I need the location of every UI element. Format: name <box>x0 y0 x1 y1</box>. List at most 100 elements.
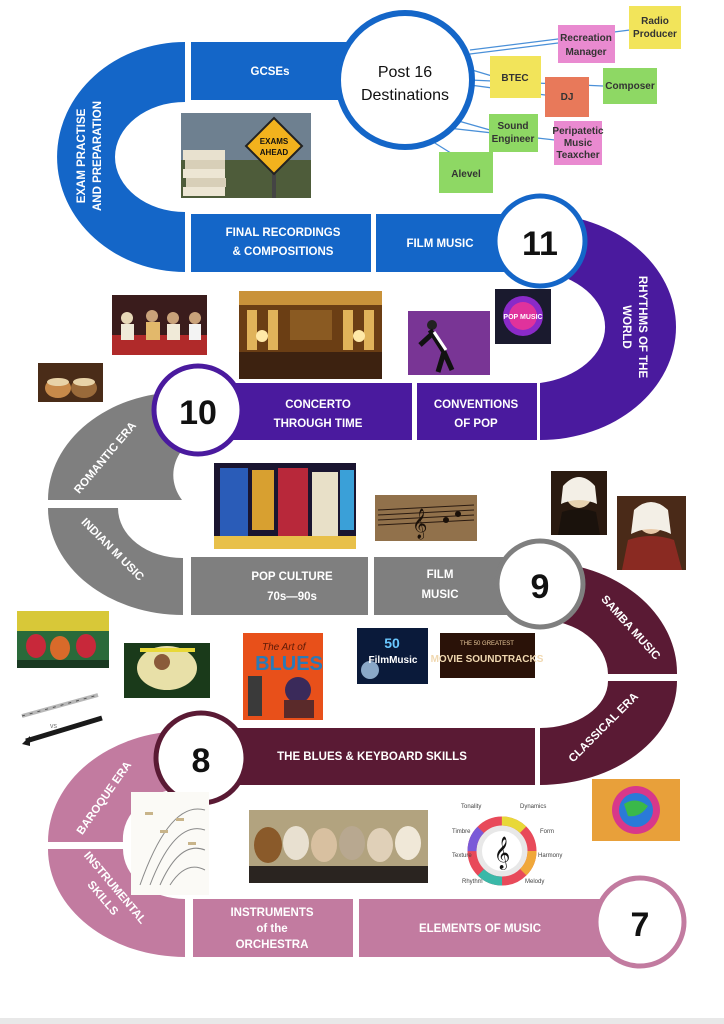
concert-hall-photo <box>239 291 382 379</box>
conventions-pop-segment <box>417 383 537 440</box>
wheel-dynamics: Dynamics <box>520 804 546 810</box>
gcses-label: GCSEs <box>251 66 290 78</box>
soundtracks-small: THE 50 GREATEST <box>460 641 514 647</box>
exam-practise-arc <box>57 42 185 272</box>
wheel-tonality: Tonality <box>461 804 481 810</box>
baroque-era-arc <box>48 731 185 842</box>
year-8-circle: 8 <box>153 710 249 806</box>
bach-portrait <box>551 471 607 535</box>
soundtracks-title: MOVIE SOUNDTRACKS <box>431 654 544 665</box>
wheel-texture: Texture <box>452 853 472 859</box>
composer-note <box>603 68 657 104</box>
conventions-pop-label-1: CONVENTIONS <box>434 399 519 411</box>
page-bottom-edge <box>0 1018 724 1024</box>
alevel-note <box>439 152 493 193</box>
radio-label-1: Radio <box>641 16 669 27</box>
wheel-harmony: Harmony <box>538 853 562 859</box>
elements-wheel: 𝄞 Tonality Dynamics Timbre Form Texture … <box>452 804 562 886</box>
year-10-number: 10 <box>179 394 217 432</box>
svg-text:vs: vs <box>50 723 58 730</box>
composers-banner <box>249 810 428 883</box>
blues-poster: The Art of BLUES <box>243 633 323 720</box>
orchestra-label-2: of the <box>256 923 287 935</box>
exams-sign-line1: EXAMS <box>260 137 289 146</box>
classical-era-arc <box>540 681 677 785</box>
svg-text:𝄞: 𝄞 <box>412 508 427 540</box>
movie-soundtracks-cover: THE 50 GREATEST MOVIE SOUNDTRACKS <box>431 633 544 678</box>
tabla-photo <box>38 363 103 402</box>
radio-producer-note <box>629 6 681 49</box>
recreation-label-2: Manager <box>565 47 606 58</box>
film-music-11-segment <box>376 214 511 272</box>
exam-practise-label-1: EXAM PRACTISE <box>76 108 88 203</box>
world-music-photo <box>592 779 680 841</box>
film-9-label-1: FILM <box>427 569 454 581</box>
dj-note <box>545 77 589 117</box>
film-music-poster: 50 FilmMusic <box>357 628 428 684</box>
btec-note <box>490 56 541 98</box>
post16-circle: Post 16 Destinations <box>335 10 475 150</box>
pop-music-badge: POP MUSIC <box>495 289 551 344</box>
year-7-circle: 7 <box>593 875 687 969</box>
rhythms-label-2: WORLD <box>620 305 632 348</box>
handel-portrait <box>617 496 686 570</box>
film-poster-word: FilmMusic <box>369 655 418 666</box>
samba-dancer-photo <box>124 643 210 698</box>
career-notes: Radio Producer Recreation Manager BTEC D… <box>439 6 681 193</box>
year-8-path <box>48 731 629 957</box>
post16-line2: Destinations <box>361 87 449 104</box>
pop-culture-label-2: 70s—90s <box>267 591 317 603</box>
wheel-melody: Melody <box>525 879 544 885</box>
film-9-label-2: MUSIC <box>421 589 458 601</box>
pop-music-badge-text: POP MUSIC <box>503 314 542 321</box>
orchestra-segment <box>193 899 353 957</box>
final-recordings-label-1: FINAL RECORDINGS <box>226 227 341 239</box>
blues-label: THE BLUES & KEYBOARD SKILLS <box>277 751 467 763</box>
blues-poster-art: The Art of <box>262 642 307 653</box>
year-11-number: 11 <box>522 225 558 263</box>
peri-label-1: Peripatetic <box>552 126 604 137</box>
exams-sign-line2: AHEAD <box>260 148 289 157</box>
btec-label: BTEC <box>501 73 528 84</box>
pop-dancer-photo <box>408 311 490 375</box>
sound-engineer-note <box>489 114 538 152</box>
peri-label-3: Teaxcher <box>556 150 599 161</box>
concerto-label-2: THROUGH TIME <box>274 418 363 430</box>
year-11-circle: 11 <box>492 193 588 289</box>
blues-poster-title: BLUES <box>255 653 323 675</box>
broadway-photo <box>214 463 356 549</box>
final-recordings-label-2: & COMPOSITIONS <box>233 246 334 258</box>
music-notes-photo: 𝄞 <box>375 495 477 541</box>
wheel-rhythm: Rhythm <box>462 879 483 885</box>
dj-label: DJ <box>561 92 574 103</box>
conventions-pop-label-2: OF POP <box>454 418 498 430</box>
orchestra-label-1: INSTRUMENTS <box>230 907 313 919</box>
film-music-11-label: FILM MUSIC <box>406 238 473 250</box>
exams-ahead-photo: EXAMS AHEAD <box>181 113 311 198</box>
gcses-segment <box>191 42 356 100</box>
year-8-number: 8 <box>192 742 211 780</box>
alevel-label: Alevel <box>451 169 481 180</box>
flute-clarinet-photo: vs <box>21 693 103 746</box>
peripatetic-note <box>554 121 602 165</box>
wheel-form: Form <box>540 829 554 835</box>
indian-musicians-photo <box>112 295 207 355</box>
svg-text:𝄞: 𝄞 <box>494 837 511 870</box>
radio-label-2: Producer <box>633 29 677 40</box>
indian-music-arc <box>48 508 183 615</box>
orchestra-seating-chart <box>131 792 209 895</box>
instrumental-skills-arc <box>48 849 185 957</box>
wheel-timbre: Timbre <box>452 829 471 835</box>
sound-label-1: Sound <box>497 121 528 132</box>
elements-segment <box>359 899 629 957</box>
year-9-number: 9 <box>531 568 550 606</box>
peri-label-2: Music <box>564 138 593 149</box>
post16-line1: Post 16 <box>378 64 432 81</box>
year-9-circle: 9 <box>494 538 586 630</box>
final-recordings-segment <box>191 214 371 272</box>
year-7-number: 7 <box>631 906 650 944</box>
samba-drummers-photo <box>17 611 109 668</box>
sound-label-2: Engineer <box>492 134 535 145</box>
film-poster-num: 50 <box>384 635 400 651</box>
